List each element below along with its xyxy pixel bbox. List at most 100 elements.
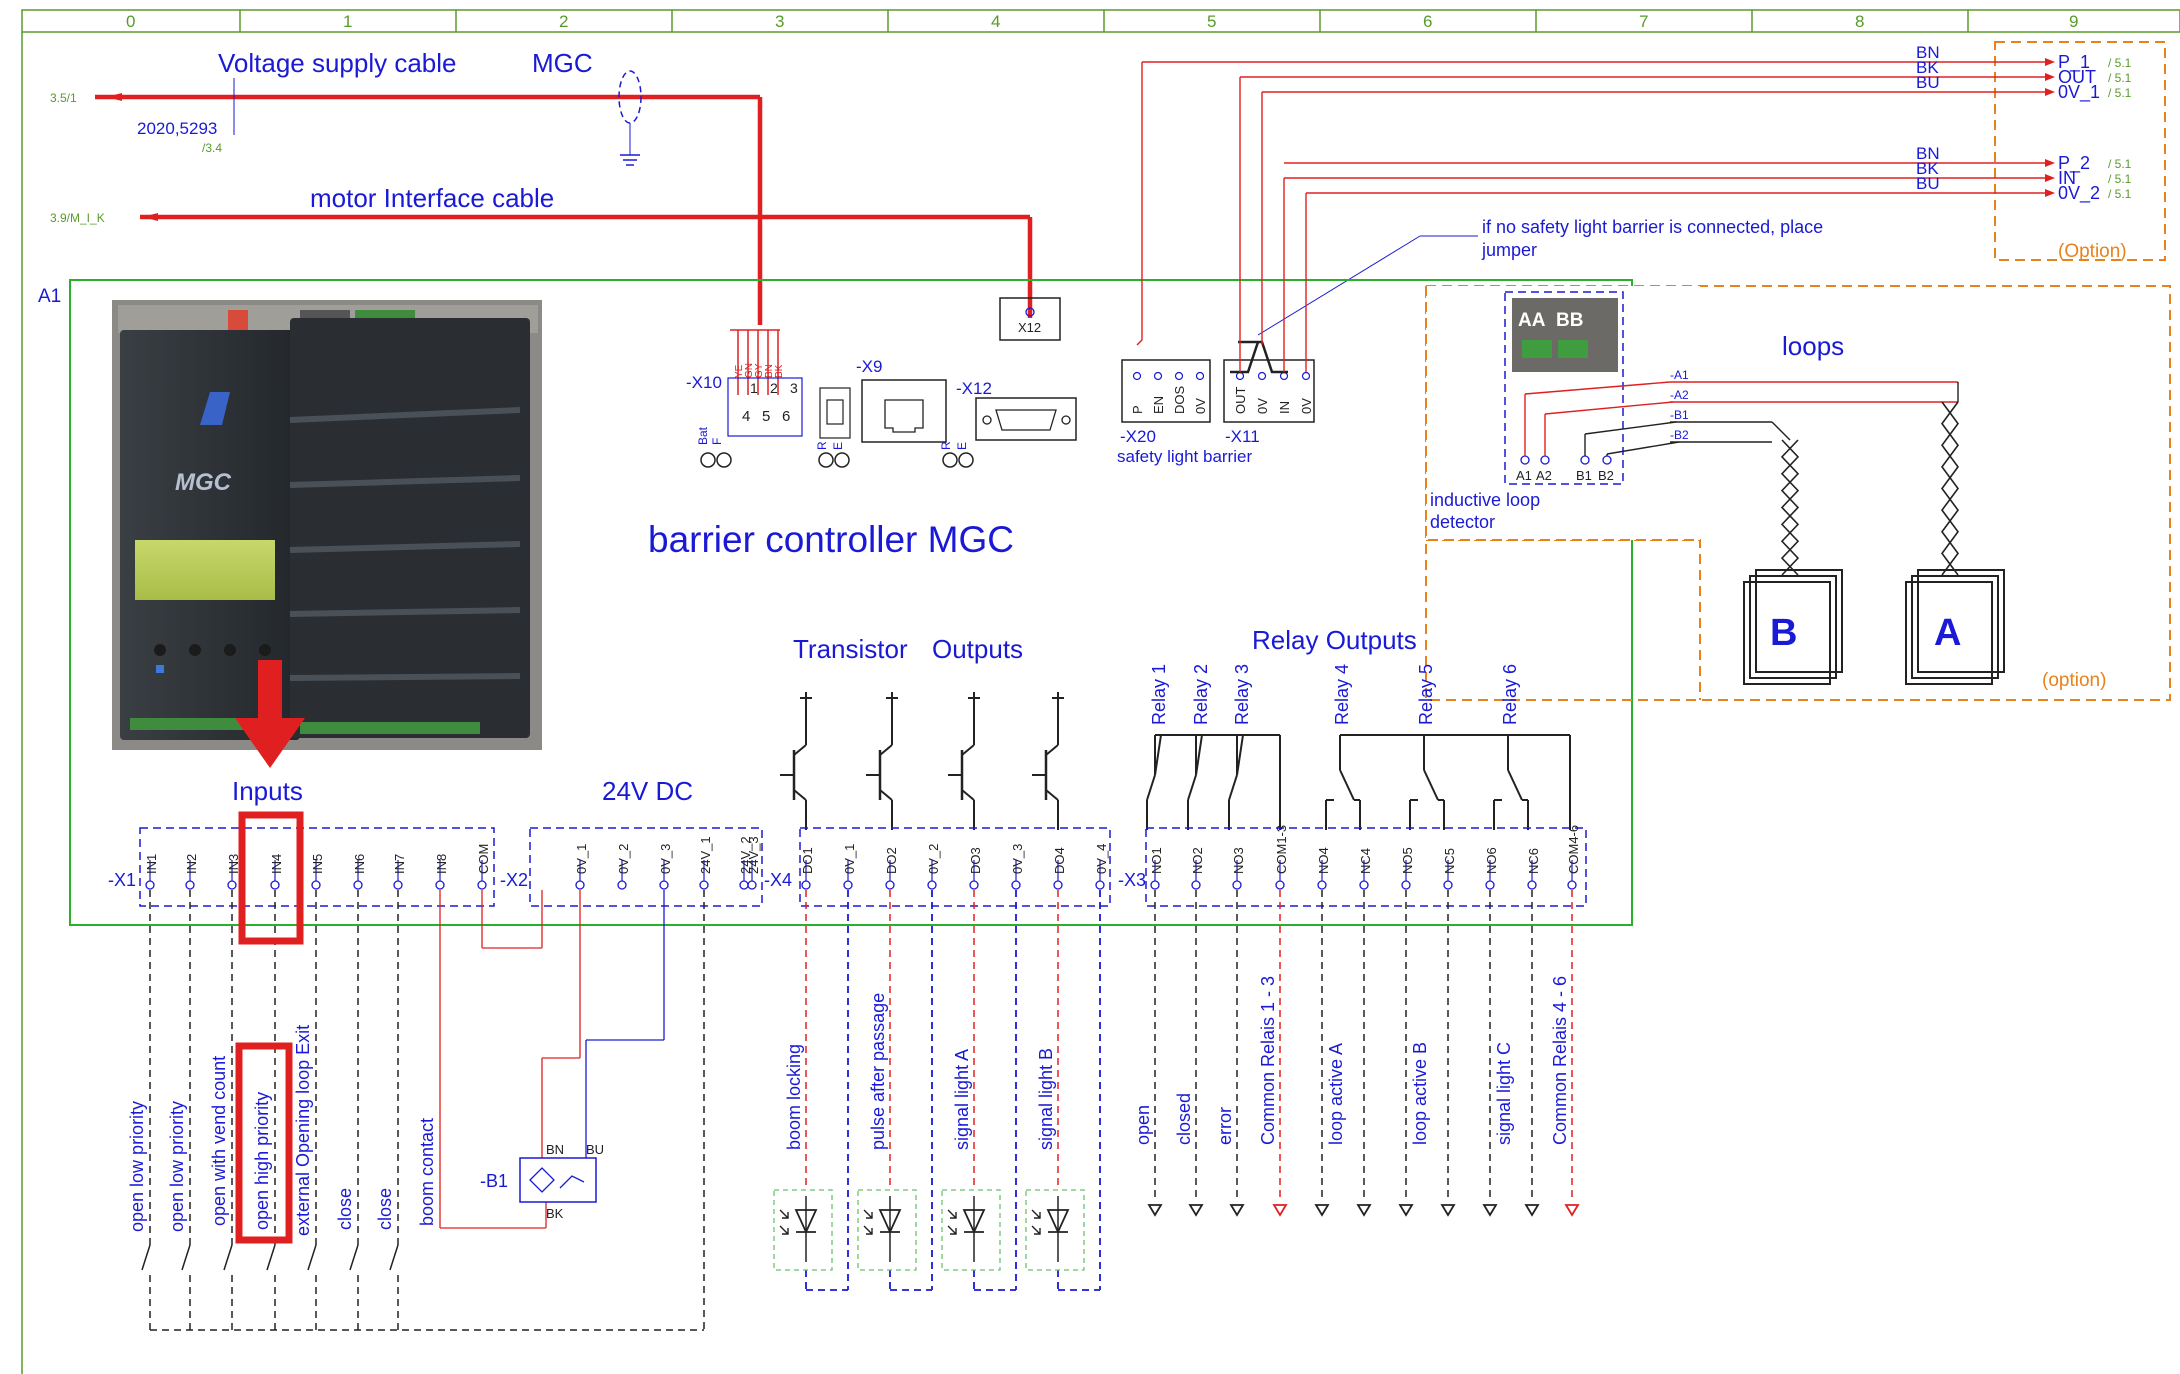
input-label: open low priority xyxy=(167,1101,187,1232)
column-label: 5 xyxy=(1207,12,1216,31)
x1-pin-label: IN2 xyxy=(184,854,199,874)
motor-interface-cable: 3.9/M_I_K motor Interface cable xyxy=(50,183,1033,318)
outputs-title: Outputs xyxy=(932,634,1023,664)
led-box xyxy=(941,1189,1001,1271)
column-label: 6 xyxy=(1423,12,1432,31)
terminal-pin-icon xyxy=(1443,880,1453,890)
terminal-pin-icon xyxy=(575,880,585,890)
x2-pin-label: 24V_2 xyxy=(738,836,753,874)
x10-pin-5: 5 xyxy=(762,408,770,425)
x10-pin-6: 6 xyxy=(782,408,790,425)
switch-contact xyxy=(141,1244,151,1271)
terminal-pin-icon xyxy=(1232,880,1242,890)
terminal-pin-icon xyxy=(1191,880,1201,890)
x11-pin-label: 0V xyxy=(1299,398,1314,414)
x10-wire-label: BN xyxy=(764,364,775,378)
aa-label: AA xyxy=(1518,310,1546,331)
terminal-pin-icon xyxy=(1401,880,1411,890)
relay-title: Relay 2 xyxy=(1191,664,1211,725)
transistor-lead xyxy=(879,744,893,756)
terminal-pin-icon xyxy=(1095,880,1105,890)
light-ray-icon xyxy=(779,1209,789,1235)
x2-pin-label: 0V_3 xyxy=(658,844,673,874)
arrow-down-icon xyxy=(1564,1204,1580,1217)
terminal-pin-icon xyxy=(1153,371,1163,381)
x11-pin-label: 0V xyxy=(1255,398,1270,414)
mgc-cable-label: MGC xyxy=(532,48,593,78)
x4-pin-label: 0V_3 xyxy=(1010,844,1025,874)
detector-pin-label: A1 xyxy=(1516,468,1532,483)
b1-sensor: -B1 BN BU BK xyxy=(480,1142,604,1221)
x10-pin-2: 2 xyxy=(770,380,778,396)
x9-r-label: R xyxy=(815,441,829,450)
dc24-title: 24V DC xyxy=(602,776,693,806)
terminal-pin-icon xyxy=(353,880,363,890)
relay-contact xyxy=(1236,734,1244,776)
light-ray-icon xyxy=(1031,1209,1041,1235)
x10-label: -X10 xyxy=(686,373,722,392)
led-box xyxy=(1025,1189,1085,1271)
motor-cable-label: motor Interface cable xyxy=(310,183,554,213)
loop-a-label: A xyxy=(1934,612,1961,654)
relay-output-label: closed xyxy=(1174,1093,1194,1145)
x3-pin-label: NO6 xyxy=(1484,847,1499,874)
relay-contact xyxy=(1195,734,1203,776)
terminal-pin-icon xyxy=(1317,880,1327,890)
loop-wire-label: -B1 xyxy=(1670,408,1689,422)
x3-pin-label: NO3 xyxy=(1231,847,1246,874)
column-label: 3 xyxy=(775,12,784,31)
terminal-pin-icon xyxy=(311,880,321,890)
arrow-down-icon xyxy=(1398,1204,1414,1217)
loop-b: B xyxy=(1743,569,1843,685)
terminal-pin-icon xyxy=(617,880,627,890)
relay-title: Relay 4 xyxy=(1332,664,1352,725)
relay-output-label: error xyxy=(1215,1107,1235,1145)
ref-label: / 5.1 xyxy=(2108,56,2132,70)
x1-pin-label: IN5 xyxy=(310,854,325,874)
loop-wire-label: -B2 xyxy=(1670,428,1689,442)
x1-pin-label: IN3 xyxy=(226,854,241,874)
switch-contact xyxy=(266,1244,276,1271)
loop-wire xyxy=(1544,401,1674,415)
terminal-pin-icon xyxy=(1257,371,1267,381)
relay-output-label: Common Relais 1 - 3 xyxy=(1258,976,1278,1145)
x20-label: -X20 xyxy=(1120,427,1156,446)
b1-label: -B1 xyxy=(480,1171,508,1191)
terminal-pin-icon xyxy=(1150,880,1160,890)
x3-strip-label: -X3 xyxy=(1118,870,1146,890)
option-terminal-label: 0V_1 xyxy=(2058,82,2100,103)
loop-b-label: B xyxy=(1770,612,1797,654)
loops-title: loops xyxy=(1782,331,1844,361)
twisted-wire xyxy=(1941,401,1959,576)
x10-wire-label: BK xyxy=(774,364,785,378)
relay-output-label: loop active B xyxy=(1410,1042,1430,1145)
x3-pin-label: COM4-6 xyxy=(1566,825,1581,874)
light-ray-icon xyxy=(947,1209,957,1235)
x4-pin-label: 0V_4 xyxy=(1094,844,1109,874)
wire-color-label: BU xyxy=(1916,174,1940,193)
terminal-pin-icon xyxy=(1279,371,1289,381)
switch-contact xyxy=(223,1244,233,1271)
transistor-lead xyxy=(1045,789,1059,801)
column-label: 7 xyxy=(1639,12,1648,31)
x4-strip-label: -X4 xyxy=(764,870,792,890)
twisted-wire xyxy=(1780,439,1800,576)
x4-pin-label: DO1 xyxy=(800,847,815,874)
terminal-pin-icon xyxy=(739,880,749,890)
terminal-pin-icon xyxy=(699,880,709,890)
terminal-pin-icon xyxy=(1132,371,1142,381)
relay-output-label: open xyxy=(1133,1105,1153,1145)
loop-section: (option) AA BB loops inductive loop dete… xyxy=(1425,285,2171,701)
arrow-down-icon xyxy=(1524,1204,1540,1217)
ref-label: / 5.1 xyxy=(2108,172,2132,186)
x2-pin-label: 24V_1 xyxy=(698,836,713,874)
detector-label-2: detector xyxy=(1430,512,1495,532)
relay-contact xyxy=(1423,769,1439,801)
switch-contact xyxy=(181,1244,191,1271)
a1-label: A1 xyxy=(38,286,61,307)
x12-connector: X12 -X12 R E xyxy=(939,297,1077,468)
inputs-title: Inputs xyxy=(232,776,303,806)
x11-label: -X11 xyxy=(1225,427,1260,446)
transistor-lead xyxy=(879,789,893,801)
